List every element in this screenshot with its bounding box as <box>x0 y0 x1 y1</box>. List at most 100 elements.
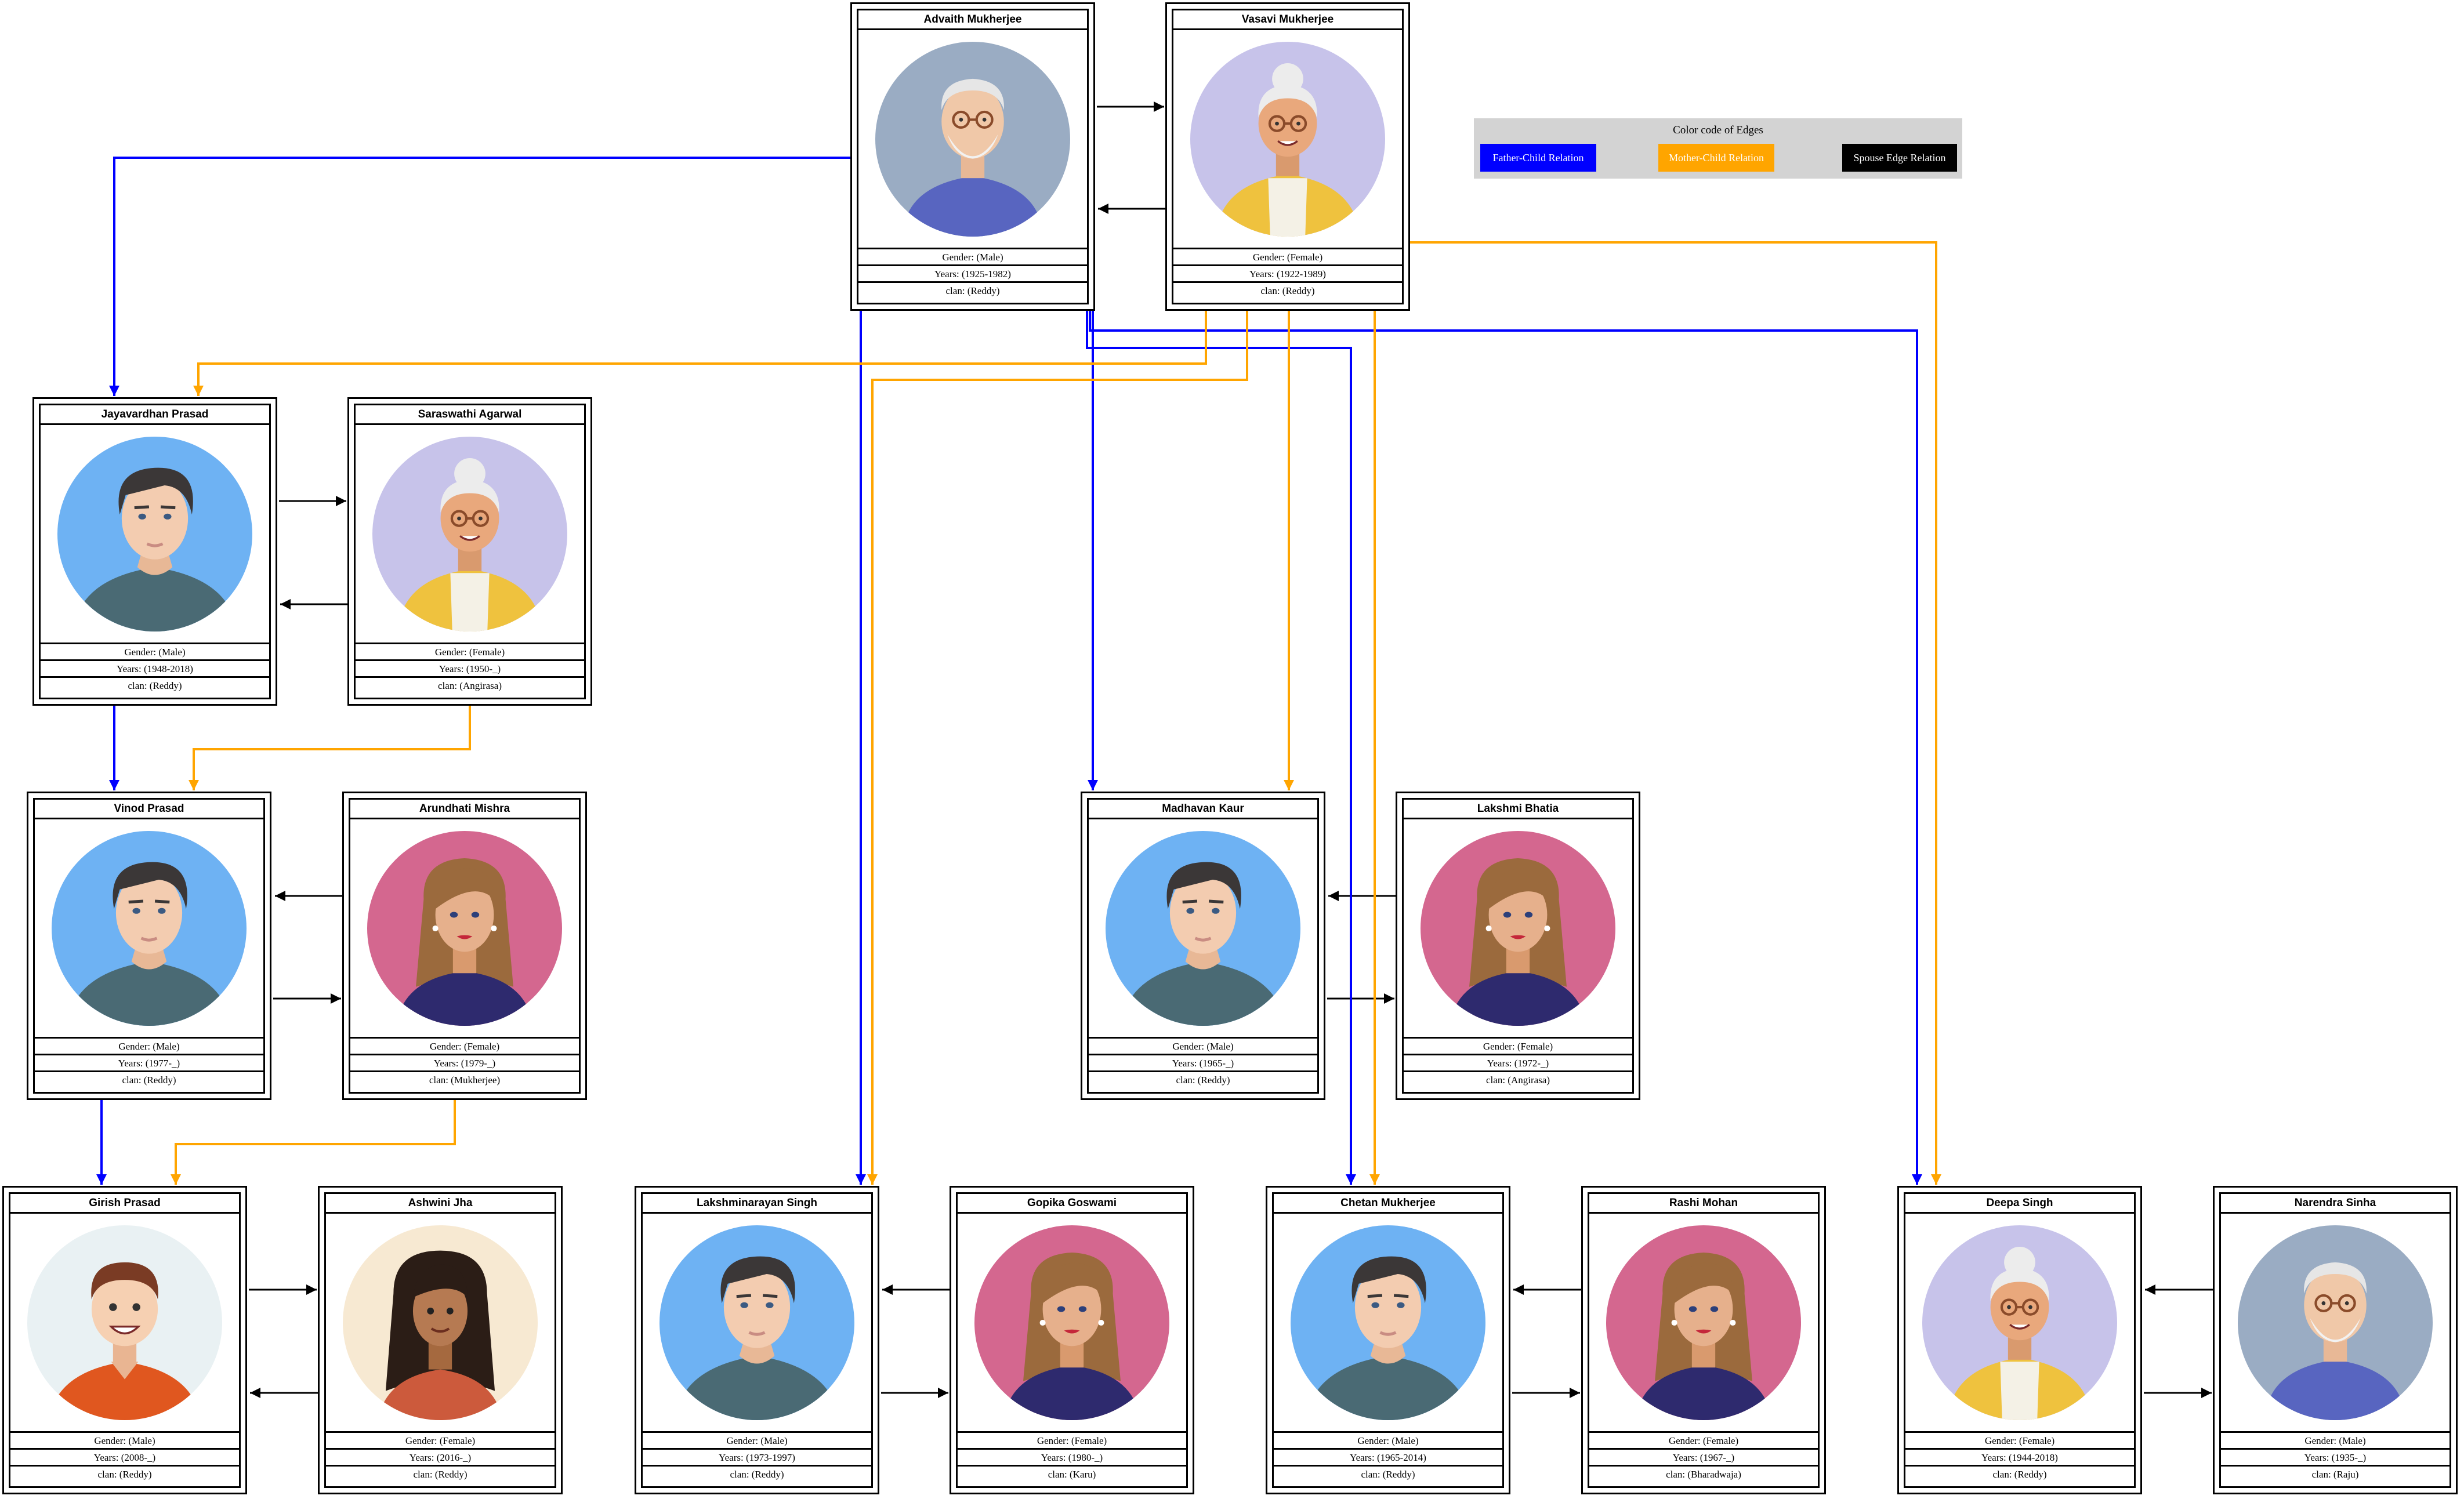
person-clan: clan: (Raju) <box>2311 1469 2359 1480</box>
person-clan: clan: (Reddy) <box>97 1469 152 1480</box>
person-years: Years: (1979-_) <box>350 1055 579 1072</box>
person-name: Saraswathi Agarwal <box>356 405 584 425</box>
person-years: Years: (1948-2018) <box>41 661 269 678</box>
person-years: Years: (1944-2018) <box>1905 1450 2134 1467</box>
person-gender: Gender: (Male) <box>1274 1433 1502 1450</box>
legend-father-child: Father-Child Relation <box>1480 144 1596 172</box>
person-name: Vasavi Mukherjee <box>1173 10 1402 30</box>
person-years: Years: (1980-_) <box>958 1450 1186 1467</box>
person-photo-area <box>958 1214 1186 1433</box>
person-clan: clan: (Reddy) <box>1260 285 1315 296</box>
person-photo-area <box>35 819 263 1039</box>
boy-avatar-icon <box>27 1225 222 1420</box>
person-photo-area <box>858 30 1087 249</box>
person-years: Years: (1973-1997) <box>643 1450 871 1467</box>
person-years: Years: (1965-_) <box>1089 1055 1317 1072</box>
person-clan: clan: (Angirasa) <box>438 680 502 691</box>
person-gender: Gender: (Female) <box>958 1433 1186 1450</box>
elderly-woman-avatar-icon <box>1190 41 1385 237</box>
person-photo-area <box>1589 1214 1818 1433</box>
person-gender: Gender: (Male) <box>2221 1433 2449 1450</box>
person-name: Gopika Goswami <box>958 1194 1186 1214</box>
person-name: Lakshmi Bhatia <box>1404 800 1632 819</box>
legend-mother-child: Mother-Child Relation <box>1658 144 1774 172</box>
person-name: Arundhati Mishra <box>350 800 579 819</box>
person-photo-area <box>1404 819 1632 1039</box>
person-photo-area <box>643 1214 871 1433</box>
person-name: Vinod Prasad <box>35 800 263 819</box>
edge-color-legend: Color code of Edges Father-Child Relatio… <box>1474 118 1962 179</box>
person-clan: clan: (Angirasa) <box>1486 1075 1550 1086</box>
person-clan: clan: (Reddy) <box>122 1075 176 1086</box>
person-years: Years: (1977-_) <box>35 1055 263 1072</box>
person-name: Narendra Sinha <box>2221 1194 2449 1214</box>
person-gender: Gender: (Female) <box>1589 1433 1818 1450</box>
woman-avatar-icon <box>1606 1225 1801 1420</box>
elderly-woman-avatar-icon <box>1922 1225 2117 1420</box>
person-photo-area <box>1089 819 1317 1039</box>
man-avatar-icon <box>57 436 252 631</box>
person-name: Ashwini Jha <box>326 1194 555 1214</box>
person-gender: Gender: (Male) <box>35 1039 263 1055</box>
person-clan: clan: (Reddy) <box>1361 1469 1415 1480</box>
person-name: Girish Prasad <box>10 1194 239 1214</box>
father-child-edge-advaith-to-jayavardhan <box>109 157 850 396</box>
mother-child-edge-saraswathi-to-vinod <box>189 706 471 790</box>
father-child-edge-advaith-to-deepa <box>1089 311 1922 1185</box>
person-years: Years: (1972-_) <box>1404 1055 1632 1072</box>
person-gender: Gender: (Female) <box>350 1039 579 1055</box>
person-years: Years: (1967-_) <box>1589 1450 1818 1467</box>
person-gender: Gender: (Female) <box>1404 1039 1632 1055</box>
legend-title: Color code of Edges <box>1673 124 1763 136</box>
person-name: Lakshminarayan Singh <box>643 1194 871 1214</box>
person-clan: clan: (Bharadwaja) <box>1666 1469 1741 1480</box>
person-years: Years: (1935-_) <box>2221 1450 2449 1467</box>
person-name: Madhavan Kaur <box>1089 800 1317 819</box>
person-name: Rashi Mohan <box>1589 1194 1818 1214</box>
person-years: Years: (1965-2014) <box>1274 1450 1502 1467</box>
mother-child-edge-vasavi-to-jayavardhan <box>193 311 1207 396</box>
person-photo-area <box>1274 1214 1502 1433</box>
person-gender: Gender: (Female) <box>356 644 584 661</box>
legend-spouse: Spouse Edge Relation <box>1842 144 1957 172</box>
person-gender: Gender: (Male) <box>858 249 1087 266</box>
man-avatar-icon <box>660 1225 854 1420</box>
person-clan: clan: (Mukherjee) <box>429 1075 501 1086</box>
person-gender: Gender: (Female) <box>1905 1433 2134 1450</box>
person-years: Years: (2008-_) <box>10 1450 239 1467</box>
person-photo-area <box>1905 1214 2134 1433</box>
person-photo-area <box>356 425 584 644</box>
girl-avatar-icon <box>343 1225 538 1420</box>
person-gender: Gender: (Female) <box>1173 249 1402 266</box>
person-gender: Gender: (Male) <box>1089 1039 1317 1055</box>
person-photo-area <box>350 819 579 1039</box>
person-clan: clan: (Reddy) <box>413 1469 468 1480</box>
woman-avatar-icon <box>974 1225 1169 1420</box>
mother-child-edge-vasavi-to-deepa <box>1410 241 1941 1185</box>
man-avatar-icon <box>1291 1225 1485 1420</box>
woman-avatar-icon <box>1421 830 1615 1026</box>
person-years: Years: (1922-1989) <box>1173 266 1402 283</box>
